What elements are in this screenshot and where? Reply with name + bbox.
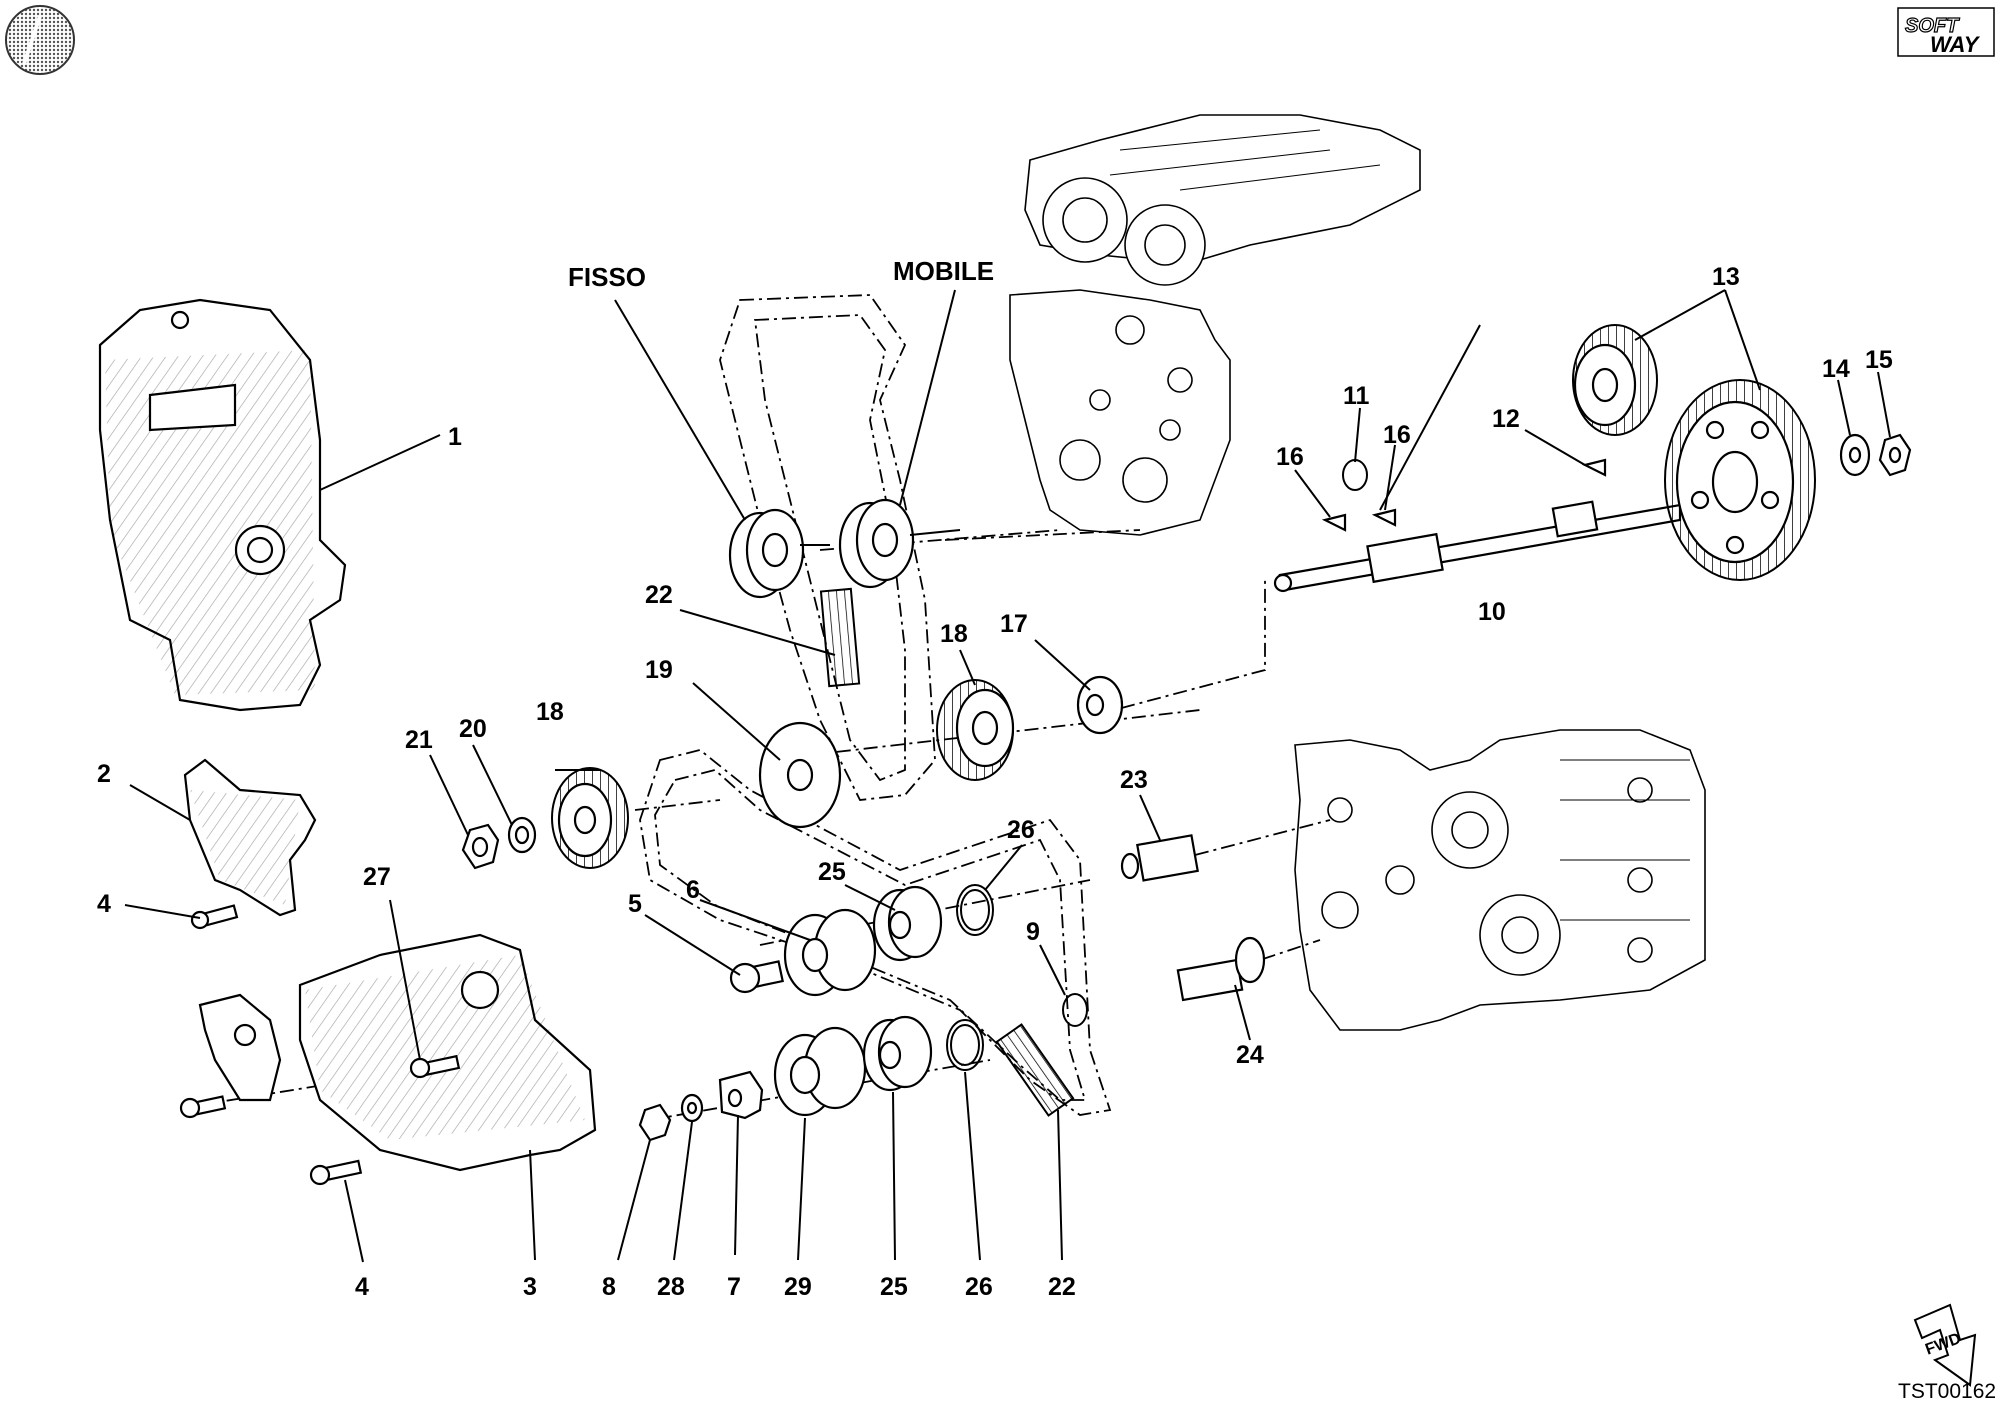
part-3-lower-timing-cover <box>198 933 597 1172</box>
part-12-woodruff-key <box>1581 458 1607 477</box>
part-25-bearing-lower <box>862 1015 933 1092</box>
label-17: 17 <box>1000 610 1028 638</box>
part-19-washer <box>758 721 842 829</box>
label-8: 8 <box>602 1273 616 1301</box>
label-19: 19 <box>645 656 673 684</box>
part-20-washer <box>507 816 537 854</box>
label-9: 9 <box>1026 918 1040 946</box>
label-7: 7 <box>727 1273 741 1301</box>
part-15-nut <box>1878 433 1912 477</box>
part-number-labels: FISSO MOBILE 1 2 4 3 4 5 6 7 8 9 10 11 1… <box>97 256 1893 1301</box>
label-26a: 26 <box>1007 816 1035 844</box>
label-23: 23 <box>1120 766 1148 794</box>
part-2-belt-shield <box>183 758 317 917</box>
part-8-nut <box>638 1103 672 1142</box>
label-27: 27 <box>363 863 391 891</box>
part-9-circlip <box>1062 993 1088 1027</box>
part-28-washer <box>680 1093 704 1123</box>
label-25a: 25 <box>818 858 846 886</box>
part-22-belt-segment-lower <box>995 1023 1075 1117</box>
callout-mobile: MOBILE <box>893 256 994 286</box>
cylinder-head-top-outline <box>1024 114 1421 286</box>
label-11: 11 <box>1343 382 1370 410</box>
label-5: 5 <box>628 890 642 918</box>
softway-logo: SOFT WAY <box>1897 7 1995 57</box>
label-4b: 4 <box>355 1273 369 1301</box>
part-11-snap-ring <box>1342 459 1368 491</box>
label-26b: 26 <box>965 1273 993 1301</box>
label-10: 10 <box>1478 598 1506 626</box>
label-3: 3 <box>523 1273 537 1301</box>
part-16-key-left <box>1321 513 1347 532</box>
part-14-washer <box>1839 433 1871 477</box>
part-5-bolt <box>729 960 784 994</box>
label-29: 29 <box>784 1273 812 1301</box>
drawing-code: TST00162 <box>1898 1380 1996 1403</box>
leader-lines <box>124 289 1891 1263</box>
label-22b: 22 <box>1048 1273 1076 1301</box>
part-24-stud <box>1176 936 1266 1002</box>
part-29-tensioner-pulley <box>773 1026 867 1117</box>
fixed-idler-pulley <box>728 508 830 599</box>
label-18b: 18 <box>536 698 564 726</box>
label-18a: 18 <box>940 620 968 648</box>
softway-logo-text-bottom: WAY <box>1930 32 1981 57</box>
label-28: 28 <box>657 1273 685 1301</box>
label-24: 24 <box>1236 1041 1264 1069</box>
part-4-bolt-upper <box>190 904 239 930</box>
label-15: 15 <box>1865 346 1893 374</box>
label-25b: 25 <box>880 1273 908 1301</box>
part-21-nut <box>461 823 500 870</box>
fwd-arrow-icon: FWD <box>1913 1303 1977 1387</box>
softway-logo-text-top: SOFT <box>1905 15 1960 37</box>
label-1: 1 <box>448 423 462 451</box>
movable-idler-pulley <box>838 498 961 589</box>
label-4a: 4 <box>97 890 111 918</box>
part-7-eccentric <box>718 1070 764 1120</box>
part-13-camshaft-sprocket-small <box>1572 324 1658 436</box>
label-6: 6 <box>686 876 700 904</box>
part-1-upper-timing-cover <box>98 298 347 712</box>
part-18-sprocket-upper <box>936 679 1015 781</box>
engine-block-top-outline <box>1009 289 1231 536</box>
part-4-bolt-lower <box>309 1159 363 1186</box>
label-16a: 16 <box>1276 443 1304 471</box>
cylinder-head-bottom-outline <box>1294 729 1706 1031</box>
part-26-circlip-upper <box>956 884 994 936</box>
label-13: 13 <box>1712 263 1740 291</box>
timing-belt-upper <box>719 294 936 801</box>
label-14: 14 <box>1822 355 1850 383</box>
part-22-belt-segment-upper <box>819 587 861 688</box>
part-13-camshaft-sprocket-large <box>1664 379 1816 581</box>
part-4-bolt-cover <box>179 1095 227 1119</box>
part-27-screw <box>409 1054 461 1079</box>
label-12: 12 <box>1492 405 1520 433</box>
corner-marker-icon <box>5 5 75 75</box>
part-23-tensioner-pin <box>1120 834 1199 882</box>
label-22a: 22 <box>645 581 673 609</box>
part-6-idler-pulley <box>783 908 877 997</box>
part-10-camshaft <box>1273 500 1682 593</box>
timing-belt-lower <box>639 749 1112 1116</box>
label-16b: 16 <box>1383 421 1411 449</box>
callout-fisso: FISSO <box>568 262 646 292</box>
part-26-circlip-lower <box>946 1019 984 1071</box>
part-17-spacer <box>1076 675 1124 735</box>
label-20: 20 <box>459 715 487 743</box>
label-21: 21 <box>405 726 433 754</box>
label-2: 2 <box>97 760 111 788</box>
part-25-bearing-upper <box>872 885 943 962</box>
part-18-sprocket-lower <box>551 767 629 869</box>
part-16-key-right <box>1371 508 1397 527</box>
